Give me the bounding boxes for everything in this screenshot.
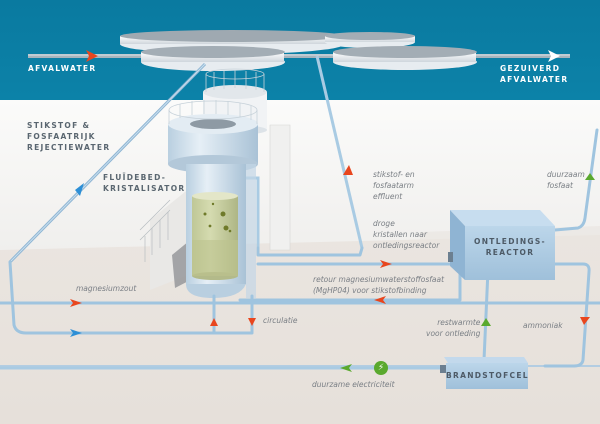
fluidized-bed-crystallizer	[168, 100, 260, 298]
arrow-ammoniak-icon	[580, 317, 590, 325]
pipe-network	[0, 128, 600, 370]
label-effluent: stikstof- en fosfaatarm effluent	[373, 170, 415, 201]
lightning-icon: ⚡	[377, 363, 385, 373]
arrow-rejectiewater-icon	[75, 183, 84, 196]
label-magnesiumzout: magnesiumzout	[76, 284, 137, 293]
label-restwarmte: restwarmte voor ontleding	[426, 318, 481, 338]
label-kristalisator: FLUÏDEBED- KRISTALISATOR	[103, 173, 186, 193]
arrow-electriciteit-icon	[340, 364, 352, 372]
railing-left	[139, 199, 171, 262]
settling-basin-back-right	[325, 32, 415, 48]
label-afvalwater: AFVALWATER	[28, 64, 97, 73]
effluent-pipe	[315, 55, 364, 249]
label-ontledingsreactor: ONTLEDINGS- REACTOR	[474, 237, 546, 257]
brandstofcel-box	[440, 357, 528, 389]
arrow-kristallen-icon	[380, 260, 392, 268]
arrow-afvalwater-icon	[86, 50, 98, 62]
arrow-gezuiverd-icon	[548, 50, 560, 62]
label-rejectiewater: STIKSTOF & FOSFAATRIJK REJECTIEWATER	[27, 121, 111, 152]
label-circulatie: circulatie	[263, 316, 298, 325]
arrow-circulatie-down-icon	[248, 318, 256, 326]
label-electriciteit: duurzame electriciteit	[312, 380, 395, 389]
label-gezuiverd-afvalwater: GEZUIVERD AFVALWATER	[500, 64, 569, 84]
arrow-retour-icon	[374, 296, 386, 304]
arrow-fosfaat-icon	[585, 173, 595, 180]
label-duurzaam-fosfaat: duurzaam fosfaat	[547, 170, 585, 190]
label-ammoniak: ammoniak	[523, 321, 563, 330]
arrow-circulatie-up-icon	[210, 318, 218, 326]
ontledingsreactor-box	[448, 210, 555, 280]
arrow-rejectiewater-in-icon	[70, 329, 82, 337]
label-droge-kristallen: droge kristallen naar ontledingsreactor	[373, 219, 440, 250]
label-retour: retour magnesiumwaterstoffosfaat (MgHP04…	[313, 275, 445, 295]
arrow-restwarmte-icon	[481, 318, 491, 326]
label-brandstofcel: BRANDSTOFCEL	[446, 371, 529, 380]
lightning-badge	[374, 361, 388, 375]
arrow-effluent-icon	[343, 165, 353, 175]
settling-basin-front-left	[141, 46, 285, 71]
platform-wall-right	[269, 124, 291, 251]
arrow-magnesiumzout-icon	[70, 299, 82, 307]
settling-basin-front-right	[333, 46, 477, 70]
